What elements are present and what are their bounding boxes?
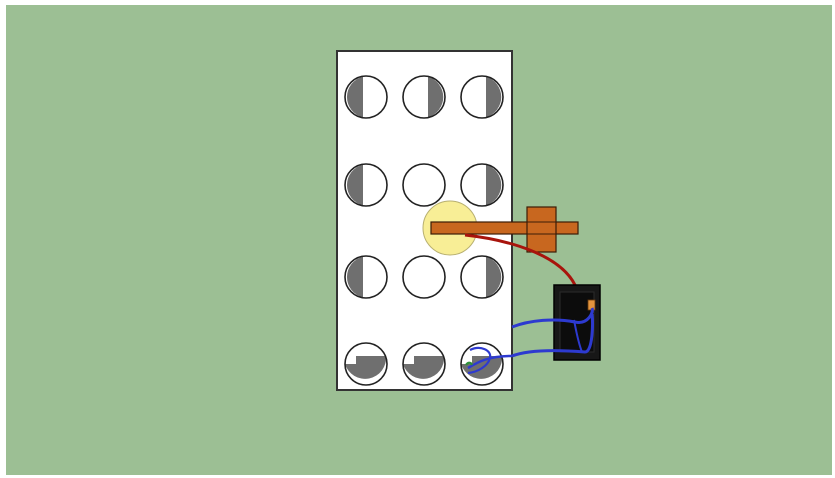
blue-wire-hole-loop [467, 346, 492, 375]
peg-hole [402, 75, 446, 119]
peg-hole [402, 255, 446, 299]
blue-wire-switch-branch [573, 319, 583, 353]
hole-rim [402, 163, 446, 207]
hole-rim [344, 163, 388, 207]
hole-rim [460, 255, 504, 299]
hole-shadow [403, 356, 445, 379]
hole-rim [460, 163, 504, 207]
hole-shadow [346, 76, 363, 118]
hole-rim [344, 255, 388, 299]
hole-rim [460, 75, 504, 119]
peg-hole [344, 163, 388, 207]
peg-hole [402, 163, 446, 207]
hole-shadow [486, 164, 502, 206]
peg-hole [402, 342, 446, 386]
hole-shadow [486, 256, 502, 298]
orange-lever [430, 206, 579, 253]
hole-shadow [345, 356, 387, 379]
hole-rim [344, 342, 388, 386]
hole-shadow [486, 76, 502, 118]
peg-hole [344, 75, 388, 119]
blue-wire-hole-link [467, 354, 513, 370]
peg-hole [344, 255, 388, 299]
hole-rim [402, 342, 446, 386]
hole-rim [344, 75, 388, 119]
peg-hole [460, 255, 504, 299]
hole-shadow [346, 256, 363, 298]
hole-rim [402, 255, 446, 299]
hole-shadow [346, 164, 363, 206]
hole-shadow [428, 76, 444, 118]
peg-hole [460, 163, 504, 207]
green-wire [465, 361, 474, 366]
hole-rim [402, 75, 446, 119]
blue-wire-lower [511, 313, 594, 358]
lever-hub [526, 206, 557, 253]
hole-rim [460, 342, 504, 386]
peg-hole [344, 342, 388, 386]
peg-hole [460, 75, 504, 119]
